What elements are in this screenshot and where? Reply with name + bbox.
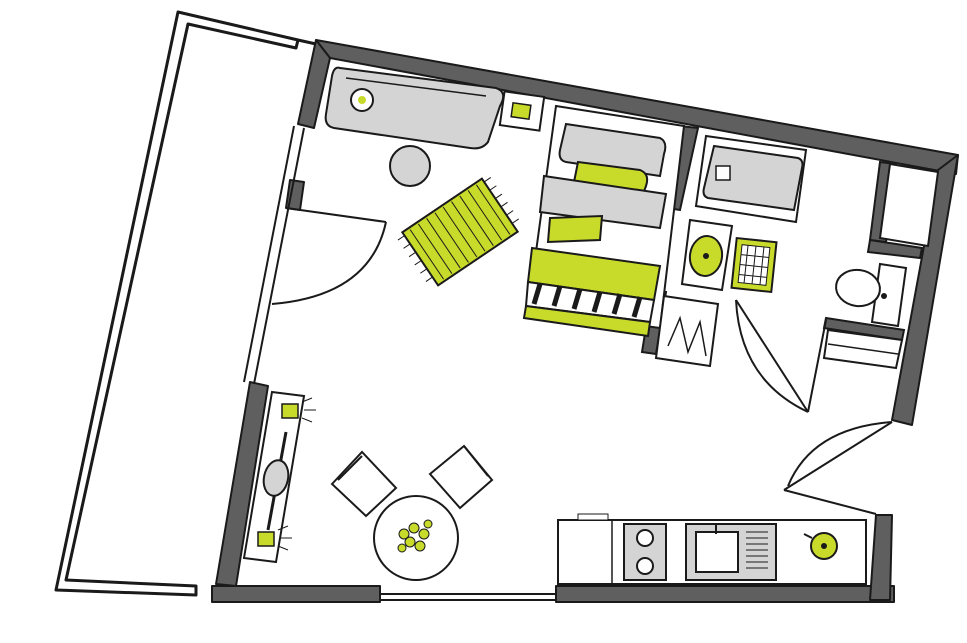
sofa-icon [242,390,306,564]
chair-icon [428,444,494,510]
round-stool-icon [389,145,431,187]
shelf-icon [822,328,904,370]
wardrobe-icon [654,294,720,368]
washbasin-icon [680,218,734,292]
sink-icon [685,523,777,581]
window-left [243,125,305,385]
bath-mat-icon [730,236,778,294]
lamp-icon [281,397,316,423]
bed-icon [522,104,686,338]
shower-tray-icon [694,134,808,224]
outer-walls [211,39,959,603]
chair-icon [330,450,398,518]
lamp-icon [257,525,292,551]
nightstand-icon [498,90,546,132]
storage-icon [878,162,940,248]
rug-icon [397,177,520,287]
balcony [54,10,317,597]
door-swing-icon [271,207,893,515]
kettle-icon [803,532,838,560]
round-table-icon [373,495,459,581]
window-bottom [379,588,557,602]
hob-icon [623,523,667,581]
toilet-icon [835,262,908,328]
